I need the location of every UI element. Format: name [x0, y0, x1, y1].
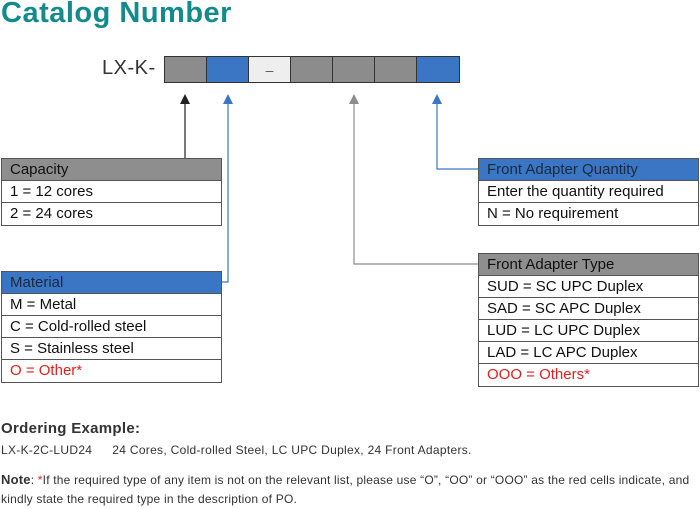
ordering-example-line: LX-K-2C-LUD24 24 Cores, Cold-rolled Steel… [1, 443, 472, 457]
capacity-arrow-head [180, 94, 190, 104]
code-segment-adapter-type-3 [375, 57, 417, 82]
adapter-quantity-table: Front Adapter Quantity Enter the quantit… [478, 158, 699, 226]
catalog-code-bar: – [164, 56, 460, 83]
note-asterisk: * [37, 473, 43, 487]
ordering-example-description: 24 Cores, Cold-rolled Steel, LC UPC Dupl… [112, 443, 472, 457]
adapter-type-option-other: OOO = Others* [487, 366, 590, 383]
adapter-type-option: SAD = SC APC Duplex [479, 298, 698, 320]
code-segment-adapter-type-2 [333, 57, 375, 82]
material-header: Material [2, 272, 221, 294]
note-colon: : [30, 473, 38, 487]
adapter-type-connector [353, 103, 478, 265]
ordering-example-title: Ordering Example: [1, 420, 141, 437]
capacity-table: Capacity 1 = 12 cores 2 = 24 cores [1, 158, 222, 226]
material-connector [222, 103, 229, 283]
code-segment-adapter-type-1 [291, 57, 333, 82]
code-segment-material [207, 57, 249, 82]
capacity-option: 2 = 24 cores [10, 205, 93, 222]
material-option: S = Stainless steel [2, 338, 221, 360]
capacity-header: Capacity [2, 159, 221, 181]
code-segment-capacity [165, 57, 207, 82]
material-arrow-head [223, 94, 233, 104]
adapter-quantity-option: N = No requirement [487, 205, 619, 222]
adapter-type-option: LUD = LC UPC Duplex [479, 320, 698, 342]
ordering-example-code: LX-K-2C-LUD24 [1, 443, 93, 457]
note-label: Note [1, 472, 31, 487]
note-text: If the required type of any item is not … [1, 473, 690, 506]
adapter-quantity-header: Front Adapter Quantity [479, 159, 698, 181]
adapter-quantity-connector [436, 103, 478, 170]
material-option: C = Cold-rolled steel [2, 316, 221, 338]
code-segment-adapter-quantity [417, 57, 459, 82]
catalog-prefix: LX-K- [102, 57, 156, 79]
page-title: Catalog Number [1, 0, 232, 29]
adapter-type-header: Front Adapter Type [479, 254, 698, 276]
material-option-other: O = Other* [10, 362, 83, 379]
adapter-type-option: SUD = SC UPC Duplex [479, 276, 698, 298]
material-table: Material M = Metal C = Cold-rolled steel… [1, 271, 222, 383]
note-paragraph: Note: *If the required type of any item … [1, 470, 691, 509]
adapter-type-arrow-head [349, 94, 359, 104]
code-segment-dash: – [249, 57, 291, 82]
adapter-quantity-arrow-head [432, 94, 442, 104]
adapter-quantity-option: Enter the quantity required [479, 181, 698, 203]
adapter-type-table: Front Adapter Type SUD = SC UPC Duplex S… [478, 253, 699, 387]
adapter-type-option: LAD = LC APC Duplex [479, 342, 698, 364]
capacity-option: 1 = 12 cores [2, 181, 221, 203]
material-option: M = Metal [2, 294, 221, 316]
